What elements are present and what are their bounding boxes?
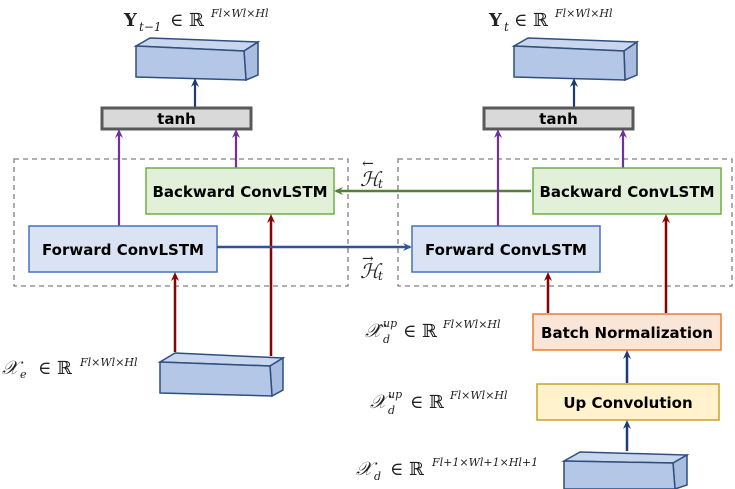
svg-text:t: t (378, 177, 383, 191)
svg-text:t−1: t−1 (139, 20, 162, 34)
svg-text:ℋ: ℋ (360, 259, 383, 283)
svg-text:Fl×Wl×Hl: Fl×Wl×Hl (210, 7, 269, 20)
svg-text:Fl×Wl×Hl: Fl×Wl×Hl (449, 389, 508, 402)
svg-text:Forward ConvLSTM: Forward ConvLSTM (42, 241, 204, 259)
right-output-tensor (511, 37, 640, 82)
svg-text:e: e (20, 368, 27, 381)
bn-input-label: 𝒳̂ d up ∈ ℝ Fl×Wl×Hl (365, 317, 501, 346)
svg-text:t: t (378, 269, 383, 283)
svg-text:→: → (362, 251, 374, 267)
left-forward-convlstm-box: Forward ConvLSTM (28, 225, 218, 273)
backward-state-label: ← ℋ t (360, 156, 383, 191)
svg-text:Fl×Wl×Hl: Fl×Wl×Hl (79, 356, 138, 369)
svg-text:∈ ℝ: ∈ ℝ (390, 459, 425, 480)
right-backward-convlstm-box: Backward ConvLSTM (532, 167, 722, 215)
svg-text:up: up (383, 317, 397, 330)
svg-text:Fl×Wl×Hl: Fl×Wl×Hl (442, 318, 501, 331)
svg-text:ℋ: ℋ (360, 167, 383, 191)
svg-text:Forward ConvLSTM: Forward ConvLSTM (425, 241, 587, 259)
svg-text:tanh: tanh (539, 110, 578, 128)
forward-state-label: → ℋ t (360, 251, 383, 283)
svg-text:∈ ℝ: ∈ ℝ (38, 358, 73, 379)
left-output-label: Y t−1 ∈ ℝ Fl×Wl×Hl (123, 7, 269, 34)
svg-text:∈ ℝ: ∈ ℝ (170, 10, 205, 31)
left-output-tensor (133, 37, 261, 82)
up-convolution-box: Up Convolution (536, 383, 720, 421)
right-timestep-container (397, 158, 733, 287)
svg-text:d: d (383, 333, 390, 346)
decoder-input-tensor (561, 451, 690, 489)
svg-text:∈ ℝ: ∈ ℝ (403, 321, 438, 342)
left-backward-convlstm-box: Backward ConvLSTM (145, 167, 335, 215)
decoder-input-label: 𝒳 d ∈ ℝ Fl+1×Wl+1×Hl+1 (356, 456, 538, 483)
svg-text:tanh: tanh (157, 110, 196, 128)
left-tanh-box: tanh (100, 106, 253, 131)
upconv-input-label: 𝒳 d up ∈ ℝ Fl×Wl×Hl (370, 388, 508, 417)
svg-text:d: d (374, 470, 381, 483)
right-forward-convlstm-box: Forward ConvLSTM (411, 225, 601, 273)
svg-text:Y: Y (488, 10, 503, 31)
svg-text:Fl×Wl×Hl: Fl×Wl×Hl (554, 7, 613, 20)
left-input-label: 𝒳 e ∈ ℝ Fl×Wl×Hl (2, 356, 138, 381)
svg-text:Backward ConvLSTM: Backward ConvLSTM (539, 183, 714, 201)
left-encoder-input-tensor (157, 352, 286, 398)
svg-text:∈ ℝ: ∈ ℝ (410, 392, 445, 413)
svg-text:Up Convolution: Up Convolution (563, 394, 692, 412)
left-timestep-container (13, 158, 349, 287)
right-output-label: Y t ∈ ℝ Fl×Wl×Hl (488, 7, 613, 34)
svg-text:Y: Y (123, 10, 138, 31)
svg-text:Fl+1×Wl+1×Hl+1: Fl+1×Wl+1×Hl+1 (431, 456, 538, 469)
svg-text:Backward ConvLSTM: Backward ConvLSTM (152, 183, 327, 201)
svg-text:up: up (388, 388, 402, 401)
svg-text:Batch Normalization: Batch Normalization (541, 324, 713, 342)
svg-text:d: d (388, 404, 395, 417)
right-tanh-box: tanh (482, 106, 635, 131)
batch-normalization-box: Batch Normalization (532, 313, 722, 351)
svg-text:∈ ℝ: ∈ ℝ (514, 10, 549, 31)
svg-text:t: t (504, 20, 509, 34)
svg-text:←: ← (362, 156, 374, 172)
